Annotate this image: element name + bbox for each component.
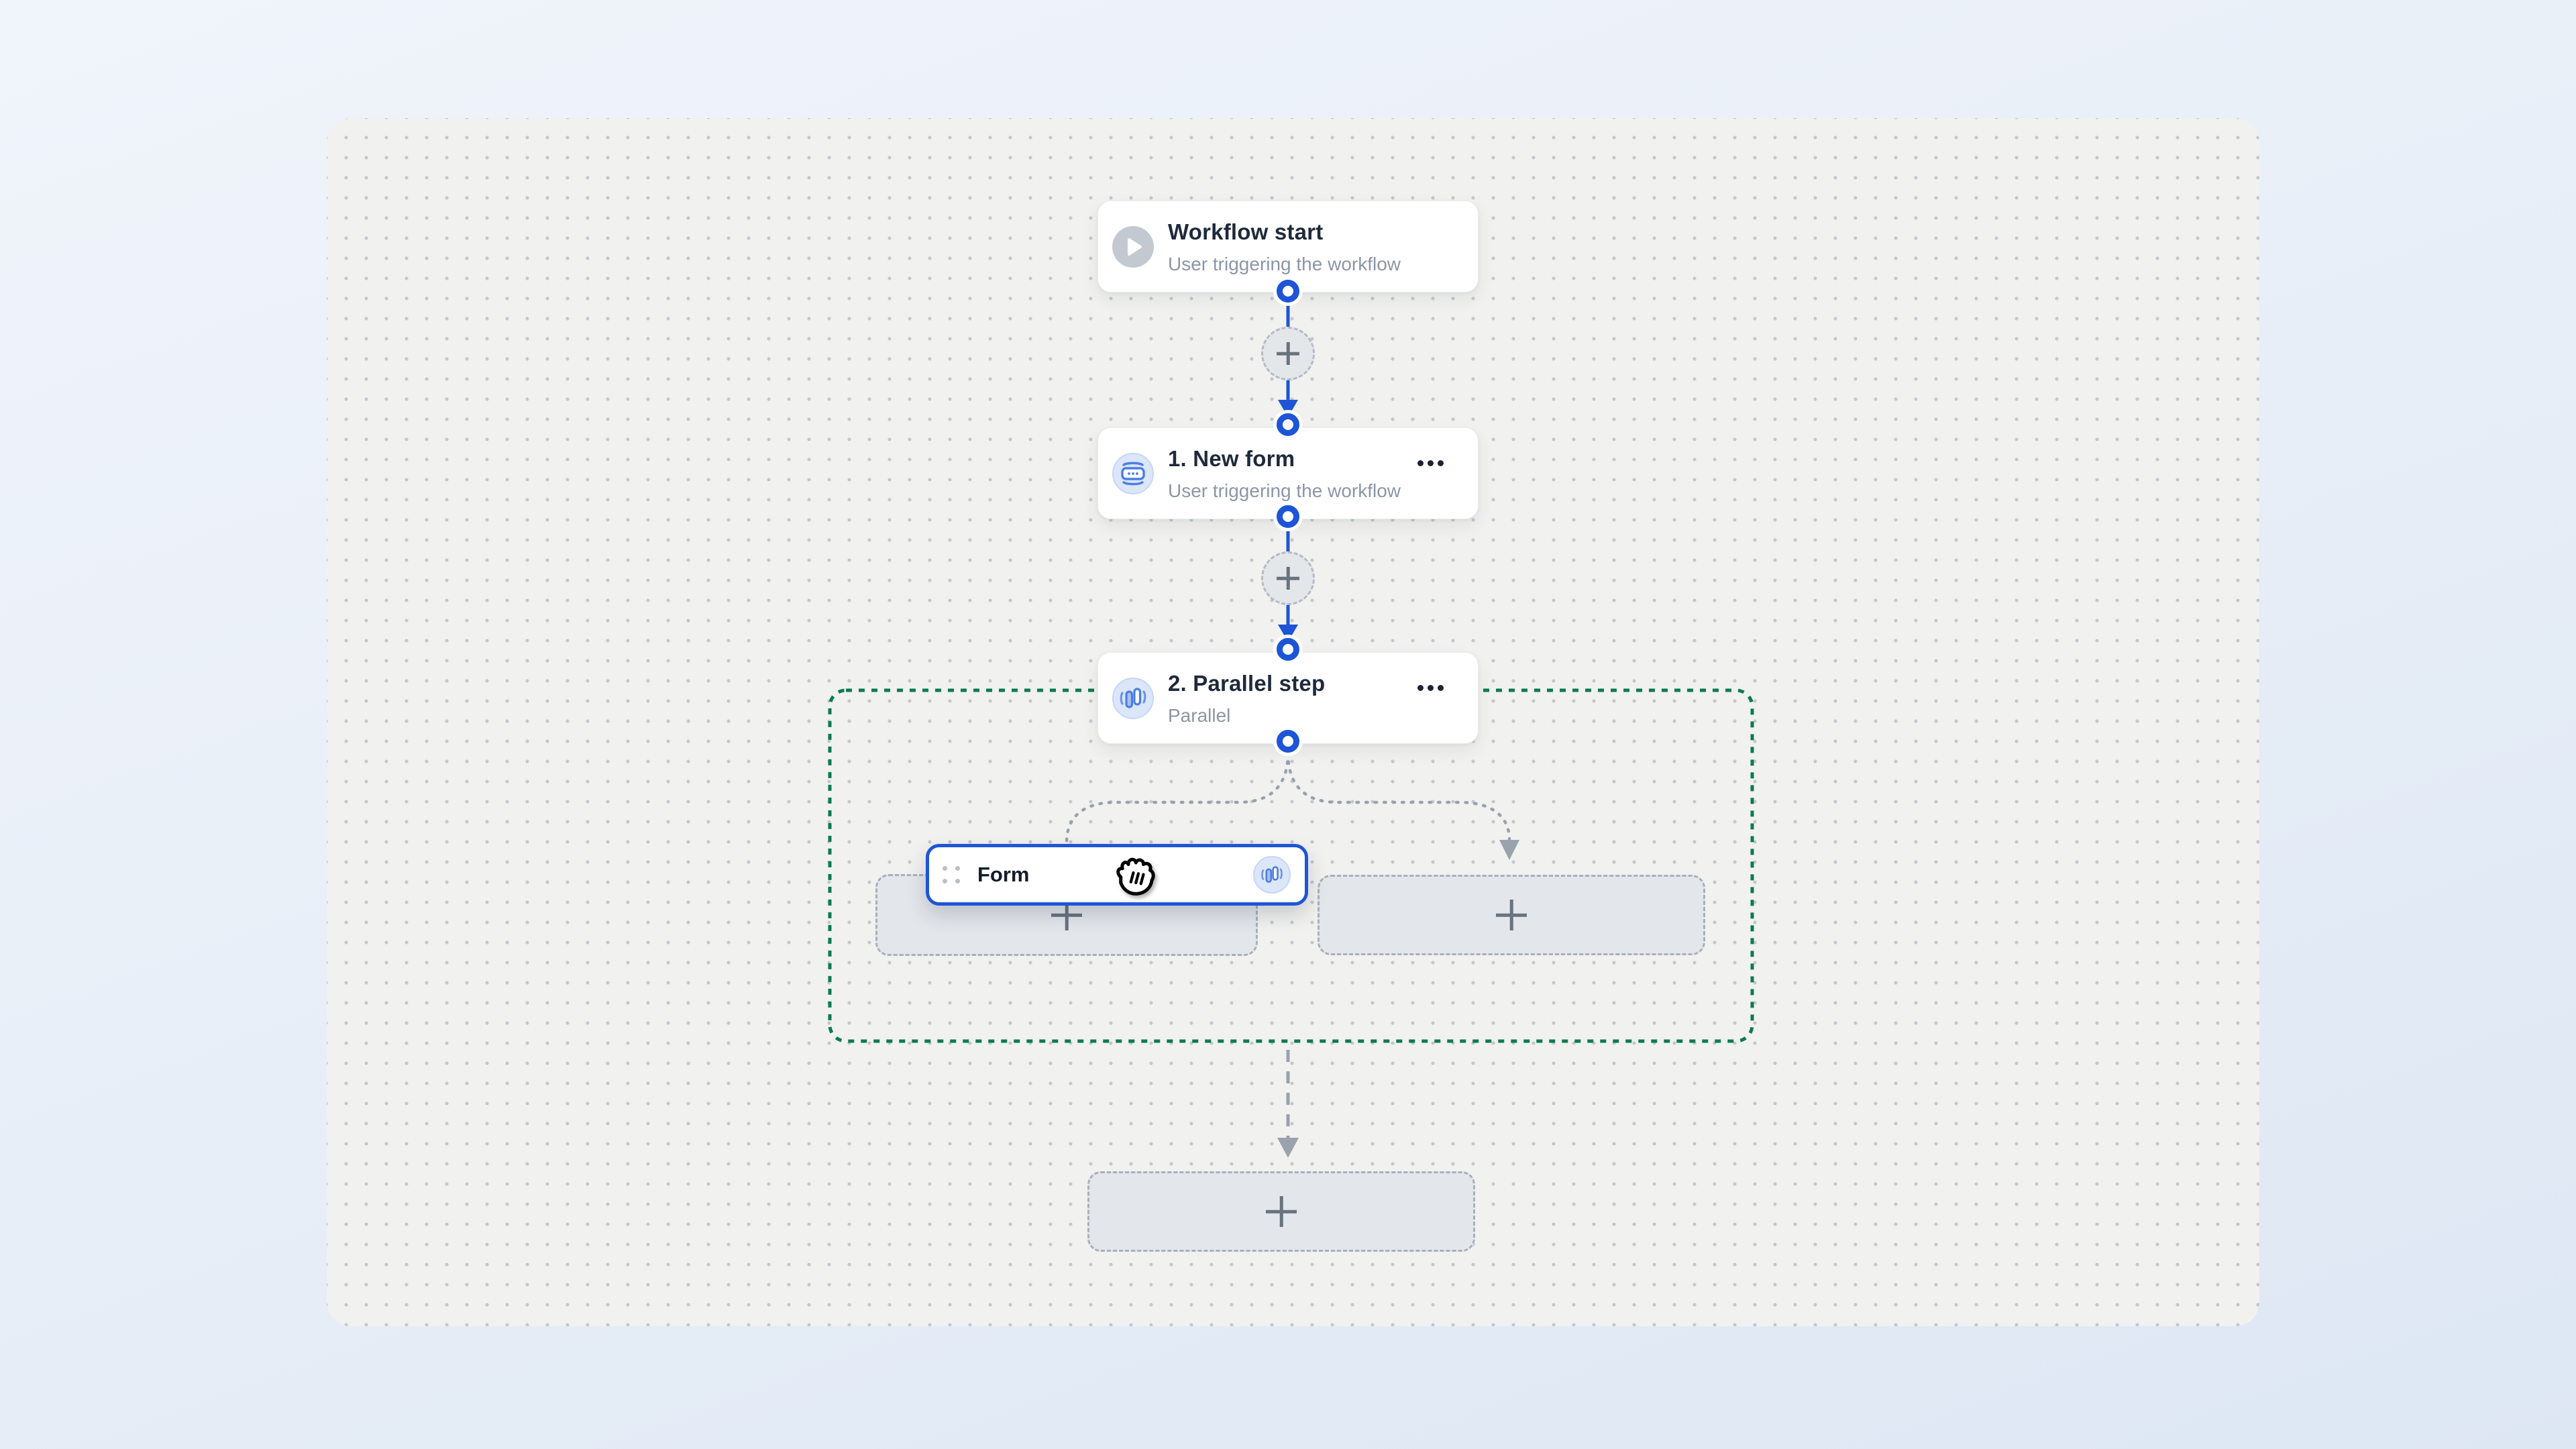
node-subtitle: User triggering the workflow	[1168, 480, 1401, 501]
insert-step-button[interactable]	[1261, 327, 1315, 380]
dragged-card-form[interactable]: Form	[926, 844, 1308, 906]
add-step-placeholder-bottom[interactable]	[1087, 1171, 1475, 1252]
node-title: 1. New form	[1168, 446, 1295, 471]
connector-port[interactable]	[1277, 730, 1299, 753]
node-title: Workflow start	[1168, 219, 1324, 244]
node-card-workflow-start[interactable]: Workflow start User triggering the workf…	[1097, 201, 1479, 292]
parallel-icon	[1253, 856, 1291, 894]
connector-port[interactable]	[1277, 280, 1299, 303]
insert-step-button[interactable]	[1261, 551, 1315, 605]
connector-port[interactable]	[1277, 505, 1299, 528]
node-title: 2. Parallel step	[1168, 671, 1326, 696]
connector-port[interactable]	[1277, 638, 1299, 661]
more-options-button[interactable]	[1407, 674, 1454, 701]
node-card-parallel-step[interactable]: 2. Parallel step Parallel	[1097, 652, 1479, 744]
form-icon	[1112, 453, 1154, 494]
dragged-card-label: Form	[977, 863, 1030, 886]
connector-port[interactable]	[1277, 413, 1299, 436]
drag-handle-icon[interactable]	[943, 866, 960, 883]
more-options-button[interactable]	[1407, 449, 1454, 476]
parallel-icon	[1112, 678, 1154, 719]
node-subtitle: User triggering the workflow	[1168, 254, 1401, 274]
add-step-placeholder-right[interactable]	[1318, 875, 1705, 955]
play-icon	[1112, 226, 1154, 268]
node-subtitle: Parallel	[1168, 705, 1231, 726]
